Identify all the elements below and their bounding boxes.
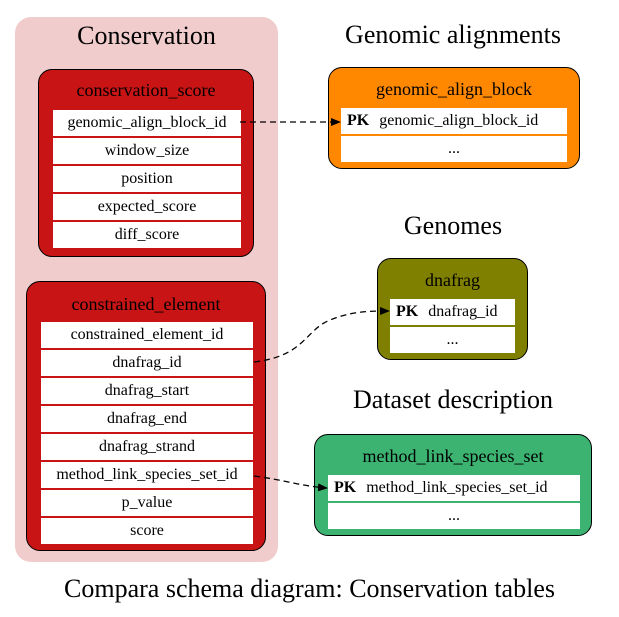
relation-edge-method-link-species-set: [253, 475, 328, 492]
field-constrained-element-id: constrained_element_id: [41, 322, 253, 348]
field-genomic-align-block-id: genomic_align_block_id: [53, 110, 241, 136]
pk-row-dnafrag-id: PK dnafrag_id: [390, 299, 515, 325]
field-window-size: window_size: [53, 138, 241, 164]
dnafrag-table-title: dnafrag: [425, 270, 480, 290]
genomic-align-block-table-title: genomic_align_block: [376, 79, 532, 99]
field-p-value: p_value: [41, 490, 253, 516]
pk-label: PK: [396, 303, 419, 320]
field-dnafrag-start: dnafrag_start: [41, 378, 253, 404]
genomes-title: Genomes: [403, 211, 503, 240]
conservation-score-table-title: conservation_score: [76, 80, 216, 100]
field-expected-score: expected_score: [53, 194, 241, 220]
pk-row-method-link-species-set-id: PK method_link_species_set_id: [328, 475, 580, 501]
field-dnafrag-strand: dnafrag_strand: [41, 434, 253, 460]
genomic-alignments-title: Genomic alignments: [345, 20, 561, 49]
method-link-species-set-table-title: method_link_species_set: [362, 446, 544, 466]
constrained-element-table: constrained_element constrained_element_…: [26, 281, 266, 551]
field-dnafrag-id: dnafrag_id: [41, 350, 253, 376]
pk-column-name: dnafrag_id: [428, 303, 498, 320]
field-position: position: [53, 166, 241, 192]
field-dnafrag-end: dnafrag_end: [41, 406, 253, 432]
pk-row-genomic-align-block-id: PK genomic_align_block_id: [341, 108, 567, 134]
dnafrag-table: dnafrag PK dnafrag_id ...: [377, 258, 528, 360]
field-diff-score: diff_score: [53, 222, 241, 248]
pk-column-name: genomic_align_block_id: [379, 112, 539, 129]
constrained-element-table-title: constrained_element: [71, 294, 221, 314]
method-link-species-set-table: method_link_species_set PK method_link_s…: [314, 434, 592, 536]
genomic-align-block-table: genomic_align_block PK genomic_align_blo…: [328, 67, 580, 169]
field-method-link-species-set-id: method_link_species_set_id: [41, 462, 253, 488]
more-fields-ellipsis: ...: [328, 503, 580, 529]
conservation-score-table: conservation_score genomic_align_block_i…: [38, 69, 254, 257]
pk-label: PK: [347, 112, 370, 129]
field-score: score: [41, 518, 253, 544]
more-fields-ellipsis: ...: [341, 136, 567, 162]
more-fields-ellipsis: ...: [390, 327, 515, 353]
pk-column-name: method_link_species_set_id: [366, 479, 548, 496]
dataset-description-title: Dataset description: [353, 385, 553, 414]
diagram-caption: Compara schema diagram: Conservation tab…: [64, 574, 555, 603]
pk-label: PK: [334, 479, 357, 496]
relation-edge-dnafrag: [253, 307, 390, 363]
conservation-cluster-title: Conservation: [77, 21, 216, 50]
